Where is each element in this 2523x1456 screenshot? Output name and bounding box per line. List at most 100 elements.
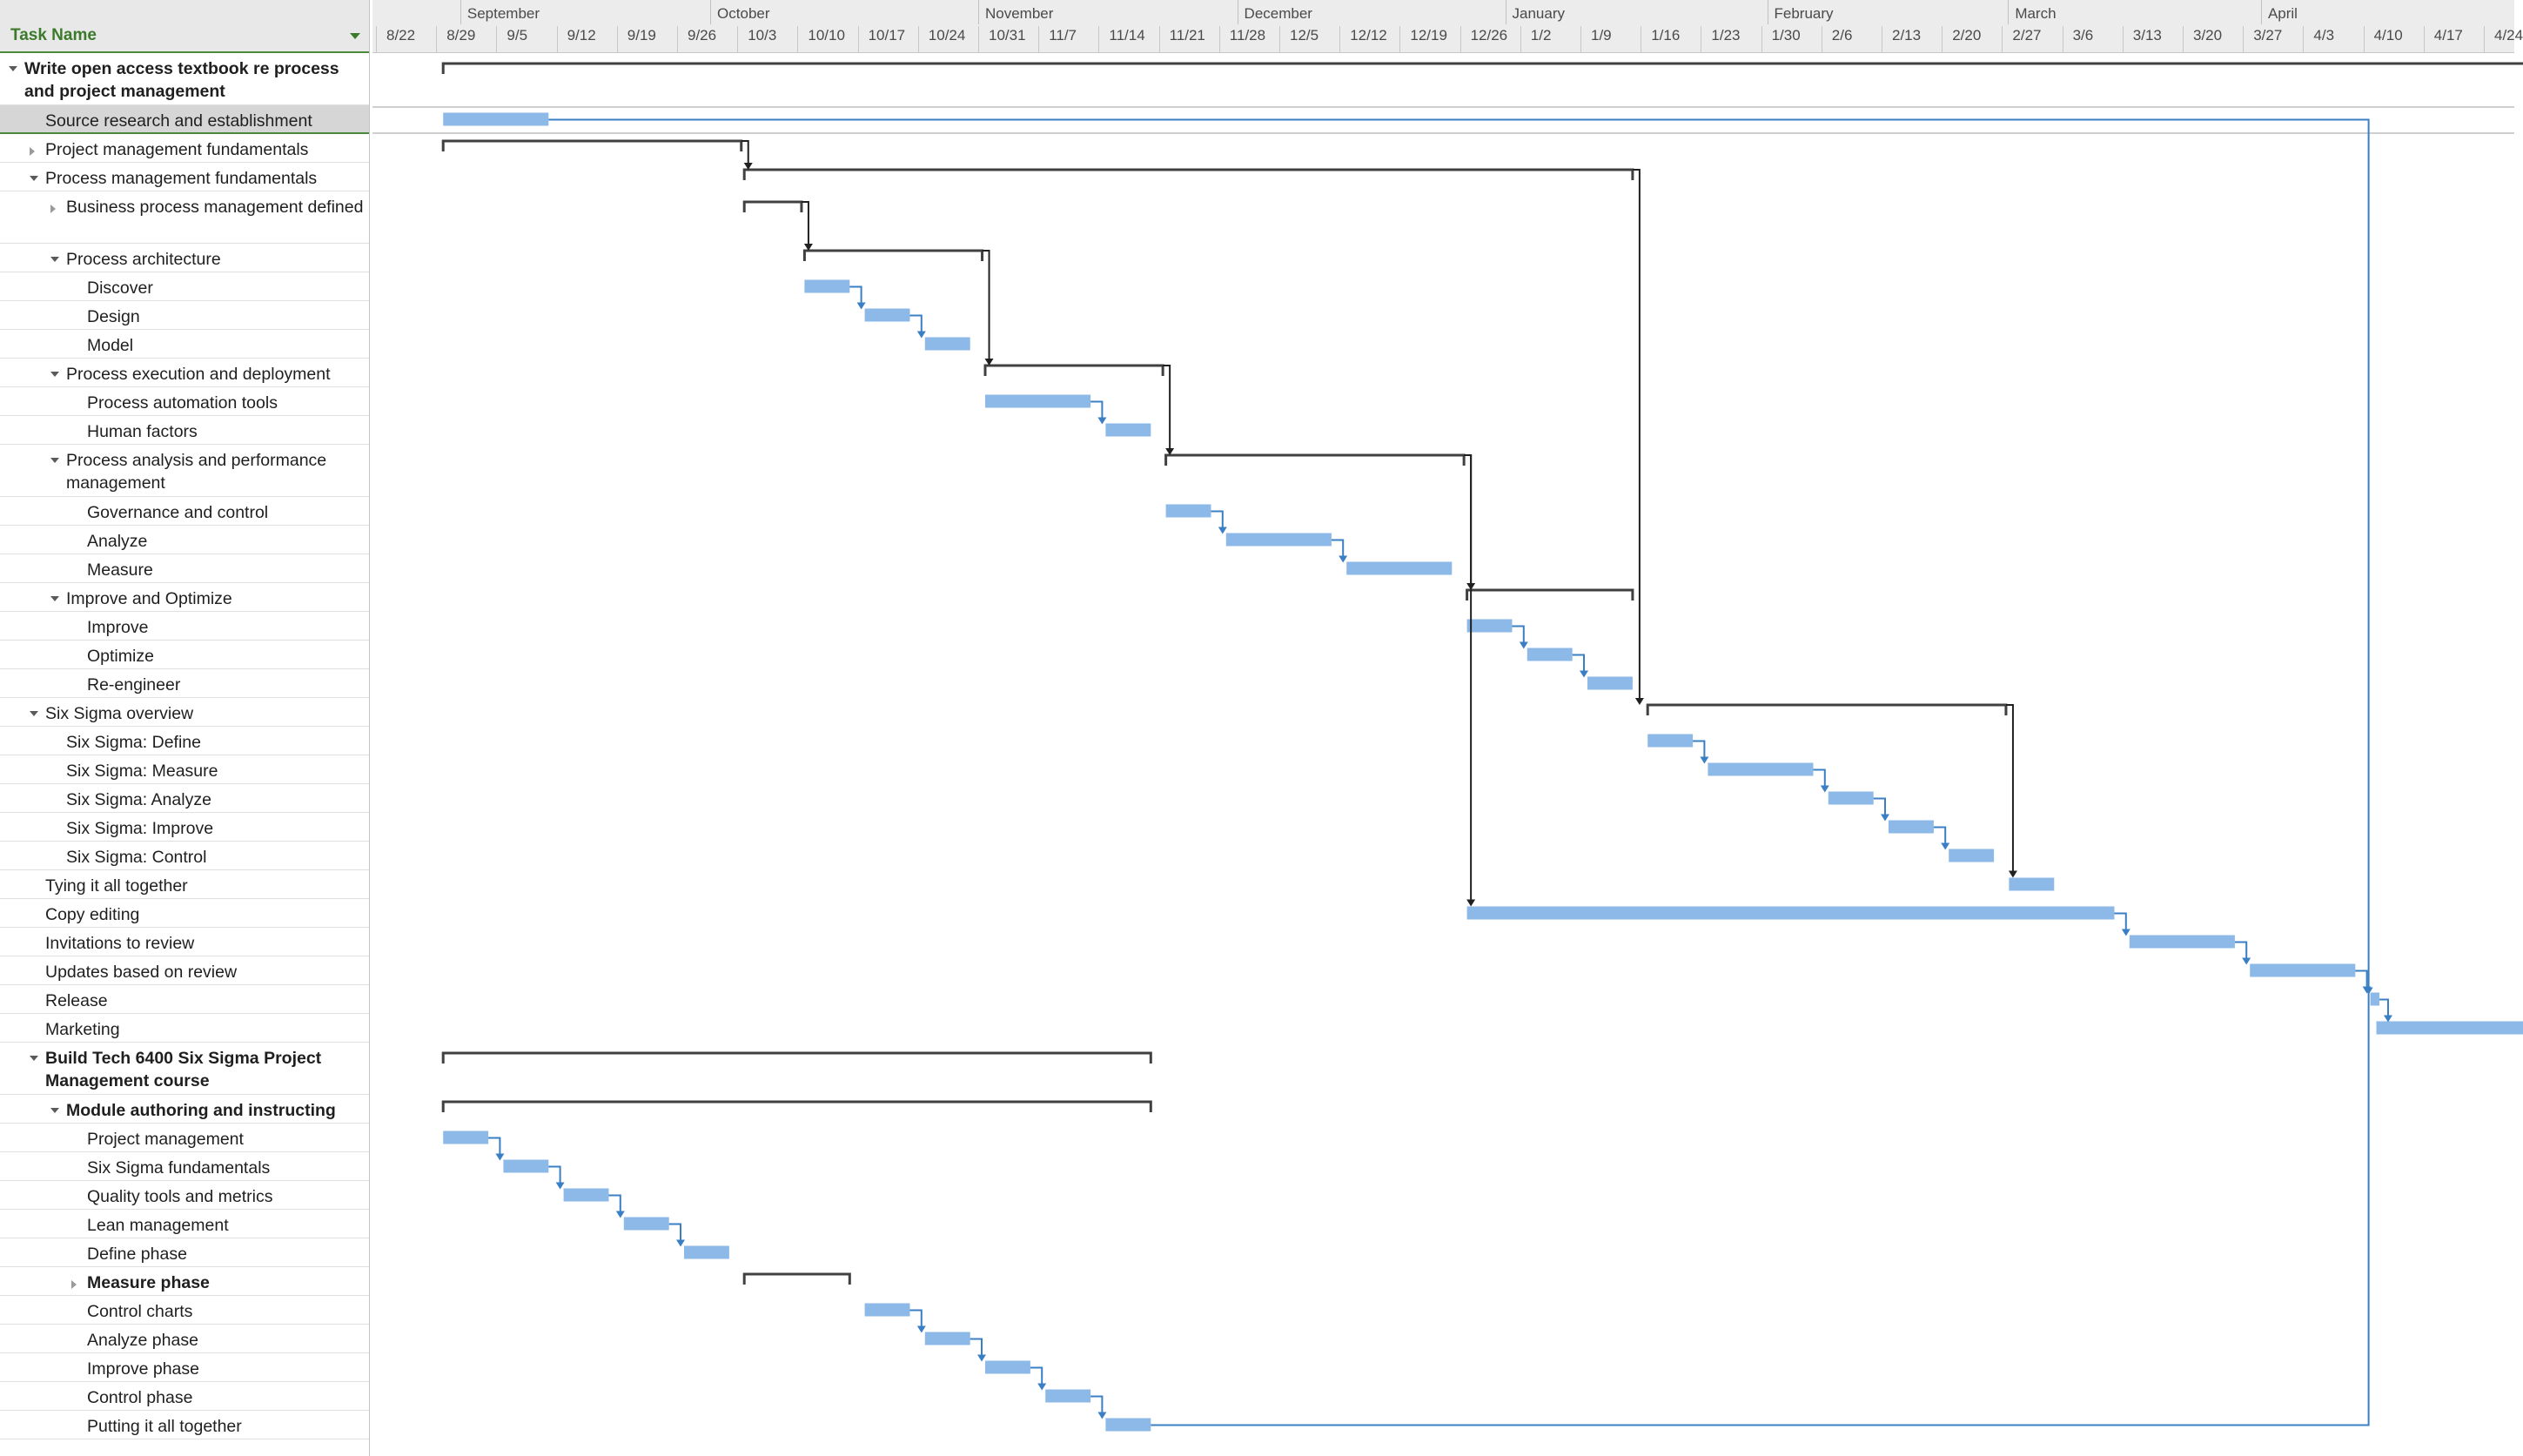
summary-bar[interactable] <box>802 249 984 261</box>
summary-bar[interactable] <box>1164 453 1466 466</box>
task-bar[interactable] <box>1527 647 1573 661</box>
task-bar[interactable] <box>1708 762 1814 776</box>
task-row-invitations-to-review[interactable]: Invitations to review <box>0 928 369 956</box>
task-row-six-sigma-improve[interactable]: Six Sigma: Improve <box>0 813 369 842</box>
task-bar[interactable] <box>985 394 1091 408</box>
task-row-source-research-and-establishment[interactable]: Source research and establishment <box>0 105 369 134</box>
task-row-discover[interactable]: Discover <box>0 272 369 301</box>
summary-bar[interactable] <box>441 1051 1152 1063</box>
task-row-process-architecture[interactable]: Process architecture <box>0 244 369 272</box>
collapse-triangle-icon[interactable] <box>50 596 59 601</box>
task-row-write-open-access-textbook-re-process-and-project-management[interactable]: Write open access textbook re process an… <box>0 53 369 105</box>
task-bar[interactable] <box>924 1332 970 1345</box>
task-bar[interactable] <box>1889 820 1934 834</box>
task-row-six-sigma-control[interactable]: Six Sigma: Control <box>0 842 369 870</box>
task-bar[interactable] <box>623 1217 669 1231</box>
task-bar[interactable] <box>1828 791 1874 805</box>
summary-bar[interactable] <box>742 1272 851 1285</box>
task-name-column-header[interactable]: Task Name <box>0 0 369 53</box>
task-row-governance-and-control[interactable]: Governance and control <box>0 497 369 526</box>
task-row-lean-management[interactable]: Lean management <box>0 1210 369 1238</box>
collapse-triangle-icon[interactable] <box>30 1056 38 1061</box>
task-bar[interactable] <box>1346 561 1453 575</box>
task-bar[interactable] <box>2250 963 2356 977</box>
task-row-six-sigma-define[interactable]: Six Sigma: Define <box>0 727 369 755</box>
task-row-tying-it-all-together[interactable]: Tying it all together <box>0 870 369 899</box>
task-row-putting-it-all-together[interactable]: Putting it all together <box>0 1411 369 1439</box>
summary-bar[interactable] <box>441 62 2523 74</box>
task-bar[interactable] <box>1165 504 1211 518</box>
task-bar[interactable] <box>1647 734 1694 748</box>
expand-triangle-icon[interactable] <box>30 147 35 156</box>
task-row-six-sigma-fundamentals[interactable]: Six Sigma fundamentals <box>0 1152 369 1181</box>
task-bar[interactable] <box>1466 619 1513 633</box>
task-bar[interactable] <box>1105 1418 1151 1432</box>
task-row-measure[interactable]: Measure <box>0 554 369 583</box>
task-bar[interactable] <box>924 337 970 351</box>
task-bar[interactable] <box>1105 423 1151 437</box>
task-row-control-phase[interactable]: Control phase <box>0 1382 369 1411</box>
task-row-marketing[interactable]: Marketing <box>0 1014 369 1043</box>
collapse-triangle-icon[interactable] <box>50 1108 59 1113</box>
task-row-improve[interactable]: Improve <box>0 612 369 641</box>
task-row-copy-editing[interactable]: Copy editing <box>0 899 369 928</box>
task-row-process-management-fundamentals[interactable]: Process management fundamentals <box>0 163 369 191</box>
task-row-module-authoring-and-instructing[interactable]: Module authoring and instructing <box>0 1095 369 1124</box>
summary-bar[interactable] <box>441 139 743 151</box>
task-bar[interactable] <box>443 1131 489 1144</box>
collapse-triangle-icon[interactable] <box>30 711 38 716</box>
task-bar[interactable] <box>864 308 910 322</box>
task-row-project-management[interactable]: Project management <box>0 1124 369 1152</box>
expand-triangle-icon[interactable] <box>71 1280 77 1289</box>
task-bar[interactable] <box>1587 676 1633 690</box>
task-row-design[interactable]: Design <box>0 301 369 330</box>
task-row-six-sigma-measure[interactable]: Six Sigma: Measure <box>0 755 369 784</box>
collapse-triangle-icon[interactable] <box>9 66 17 71</box>
task-bar[interactable] <box>985 1360 1030 1374</box>
task-row-process-analysis-and-performance-management[interactable]: Process analysis and performance managem… <box>0 445 369 497</box>
task-bar[interactable] <box>2009 877 2055 891</box>
task-row-analyze[interactable]: Analyze <box>0 526 369 554</box>
summary-bar[interactable] <box>441 1100 1152 1112</box>
task-bar[interactable] <box>1949 849 1995 862</box>
task-row-six-sigma-analyze[interactable]: Six Sigma: Analyze <box>0 784 369 813</box>
task-row-improve-phase[interactable]: Improve phase <box>0 1353 369 1382</box>
summary-bar[interactable] <box>742 168 1634 180</box>
task-row-build-tech-6400-six-sigma-project-management-course[interactable]: Build Tech 6400 Six Sigma Project Manage… <box>0 1043 369 1095</box>
task-row-business-process-management-defined[interactable]: Business process management defined <box>0 191 369 244</box>
task-row-release[interactable]: Release <box>0 985 369 1014</box>
task-row-updates-based-on-review[interactable]: Updates based on review <box>0 956 369 985</box>
task-bar[interactable] <box>443 112 549 126</box>
collapse-triangle-icon[interactable] <box>50 372 59 377</box>
collapse-triangle-icon[interactable] <box>50 257 59 262</box>
task-row-process-execution-and-deployment[interactable]: Process execution and deployment <box>0 359 369 387</box>
task-row-optimize[interactable]: Optimize <box>0 641 369 669</box>
task-bar[interactable] <box>864 1303 910 1317</box>
collapse-triangle-icon[interactable] <box>30 176 38 181</box>
task-row-define-phase[interactable]: Define phase <box>0 1238 369 1267</box>
expand-triangle-icon[interactable] <box>50 205 56 213</box>
column-filter-dropdown-icon[interactable] <box>350 33 360 39</box>
task-row-model[interactable]: Model <box>0 330 369 359</box>
task-bar[interactable] <box>1466 906 2115 920</box>
task-row-analyze-phase[interactable]: Analyze phase <box>0 1325 369 1353</box>
task-row-project-management-fundamentals[interactable]: Project management fundamentals <box>0 134 369 163</box>
task-row-process-automation-tools[interactable]: Process automation tools <box>0 387 369 416</box>
summary-bar[interactable] <box>1646 703 2008 715</box>
task-row-quality-tools-and-metrics[interactable]: Quality tools and metrics <box>0 1181 369 1210</box>
task-bar[interactable] <box>563 1188 609 1202</box>
summary-bar[interactable] <box>983 364 1164 376</box>
task-row-human-factors[interactable]: Human factors <box>0 416 369 445</box>
task-bar[interactable] <box>503 1159 549 1173</box>
task-bar[interactable] <box>2376 1021 2523 1035</box>
summary-bar[interactable] <box>1466 588 1634 601</box>
task-row-six-sigma-overview[interactable]: Six Sigma overview <box>0 698 369 727</box>
task-bar[interactable] <box>1225 533 1332 547</box>
task-row-re-engineer[interactable]: Re-engineer <box>0 669 369 698</box>
task-bar[interactable] <box>684 1245 729 1259</box>
summary-bar[interactable] <box>742 200 803 212</box>
task-row-control-charts[interactable]: Control charts <box>0 1296 369 1325</box>
task-row-measure-phase[interactable]: Measure phase <box>0 1267 369 1296</box>
task-bar[interactable] <box>1045 1389 1091 1403</box>
task-bar[interactable] <box>2129 935 2235 949</box>
